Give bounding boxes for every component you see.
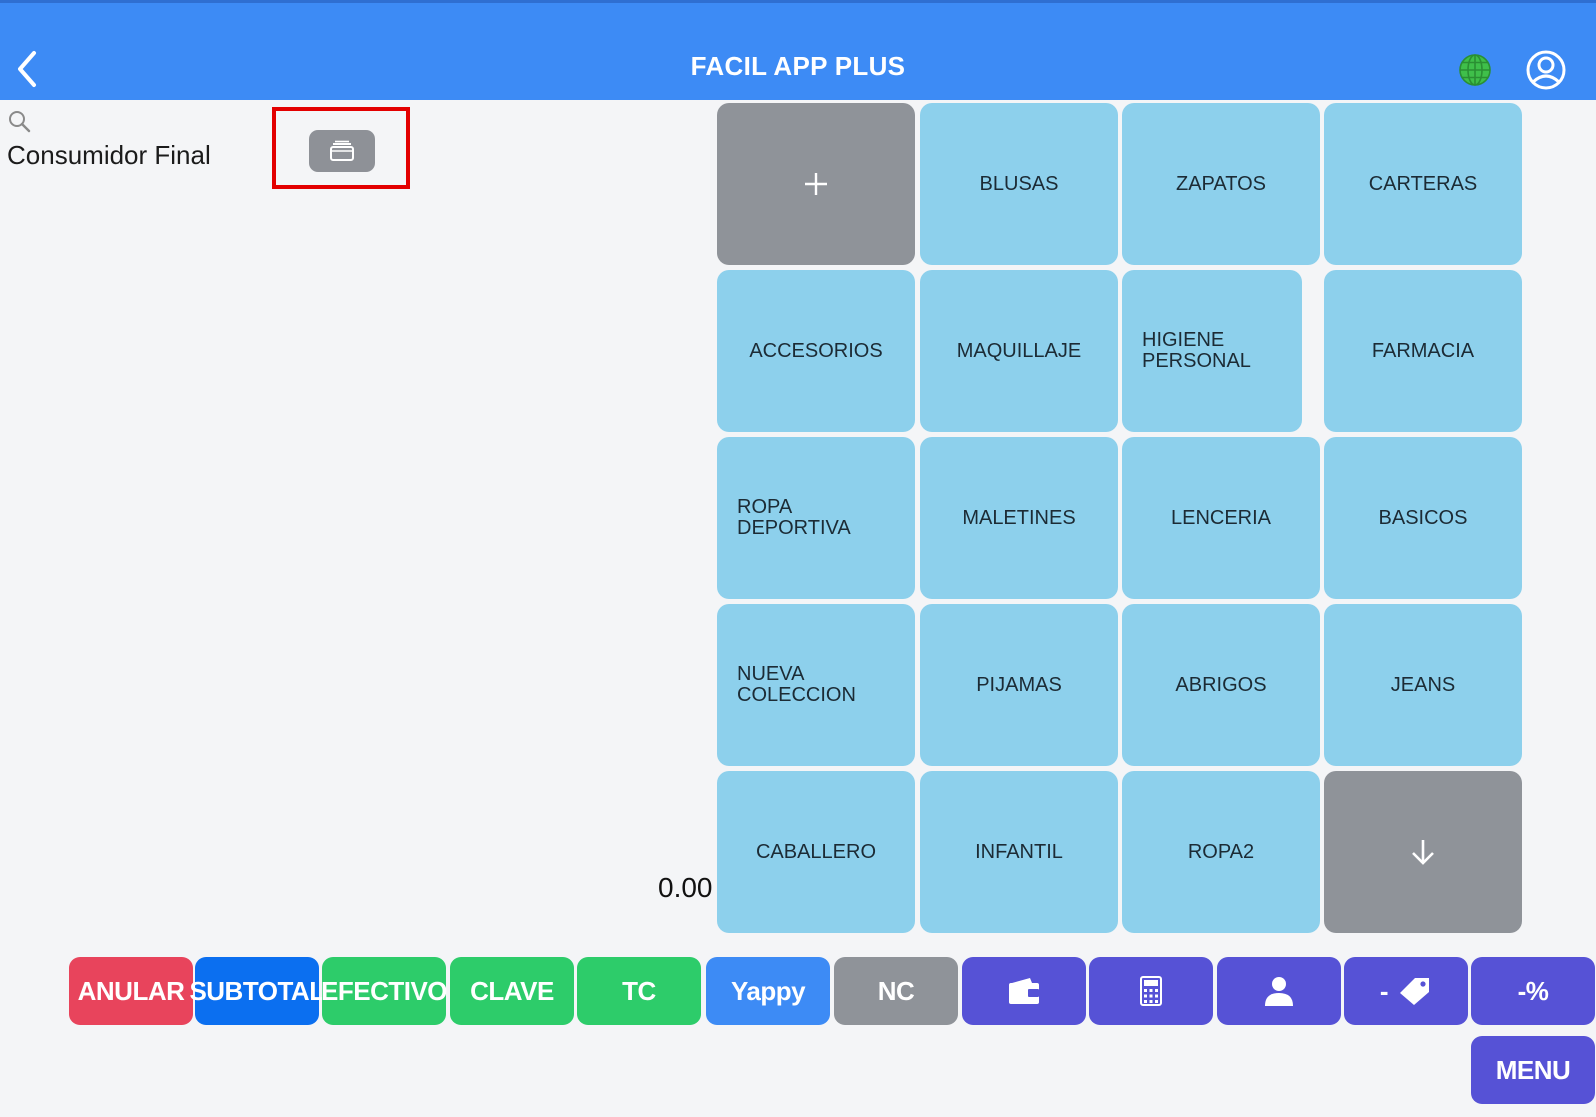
globe-icon (1459, 54, 1491, 86)
top-bar: FACIL APP PLUS (0, 0, 1596, 100)
plus-icon (805, 173, 827, 195)
add-category-tile[interactable] (717, 103, 915, 265)
arrow-down-icon (1412, 840, 1434, 865)
category-tile[interactable]: ZAPATOS (1122, 103, 1320, 265)
search-icon[interactable] (8, 110, 32, 134)
back-chevron-icon (18, 51, 36, 87)
discount-percent-button[interactable]: -% (1471, 957, 1595, 1025)
app-title: FACIL APP PLUS (690, 51, 906, 81)
category-tile[interactable]: FARMACIA (1324, 270, 1522, 432)
next-page-tile[interactable] (1324, 771, 1522, 933)
menu-button[interactable]: MENU (1471, 1036, 1595, 1104)
efectivo-button[interactable]: EFECTIVO (321, 957, 448, 1025)
category-tile[interactable]: ACCESORIOS (717, 270, 915, 432)
nc-button[interactable]: NC (834, 957, 958, 1025)
cash-drawer-icon (330, 140, 354, 161)
category-tile[interactable]: BASICOS (1324, 437, 1522, 599)
open-cash-drawer-button[interactable] (309, 130, 375, 172)
wallet-button[interactable] (962, 957, 1086, 1025)
wallet-icon (1009, 978, 1039, 1004)
calculator-button[interactable] (1089, 957, 1213, 1025)
category-tile[interactable]: CABALLERO (717, 771, 915, 933)
category-tile[interactable]: ROPA DEPORTIVA (717, 437, 915, 599)
clave-button[interactable]: CLAVE (450, 957, 574, 1025)
highlight-annotation (272, 107, 410, 189)
person-icon (1265, 977, 1293, 1006)
category-tile[interactable]: NUEVA COLECCION (717, 604, 915, 766)
ticket-total: 0.00 (658, 872, 713, 903)
category-tile[interactable]: CARTERAS (1324, 103, 1522, 265)
category-tile[interactable]: LENCERIA (1122, 437, 1320, 599)
profile-button[interactable] (1525, 49, 1567, 91)
category-tile[interactable]: INFANTIL (920, 771, 1118, 933)
tc-button[interactable]: TC (577, 957, 701, 1025)
category-tile[interactable]: HIGIENE PERSONAL (1122, 270, 1302, 432)
yappy-button[interactable]: Yappy (706, 957, 830, 1025)
anular-button[interactable]: ANULAR (69, 957, 193, 1025)
subtotal-button[interactable]: SUBTOTAL (189, 957, 325, 1025)
category-tile[interactable]: BLUSAS (920, 103, 1118, 265)
discount-tag-button[interactable]: - (1344, 957, 1468, 1025)
category-tile[interactable]: PIJAMAS (920, 604, 1118, 766)
user-circle-icon (1526, 50, 1566, 90)
category-tile[interactable]: MAQUILLAJE (920, 270, 1118, 432)
tag-icon (1400, 978, 1430, 1005)
discount-tag-label: - (1379, 975, 1389, 1006)
customer-name[interactable]: Consumidor Final (7, 140, 211, 170)
customer-button[interactable] (1217, 957, 1341, 1025)
category-tile[interactable]: MALETINES (920, 437, 1118, 599)
language-button[interactable] (1458, 53, 1492, 87)
calculator-icon (1140, 976, 1162, 1006)
category-tile[interactable]: ROPA2 (1122, 771, 1320, 933)
category-tile[interactable]: JEANS (1324, 604, 1522, 766)
back-button[interactable] (8, 47, 48, 91)
category-tile[interactable]: ABRIGOS (1122, 604, 1320, 766)
